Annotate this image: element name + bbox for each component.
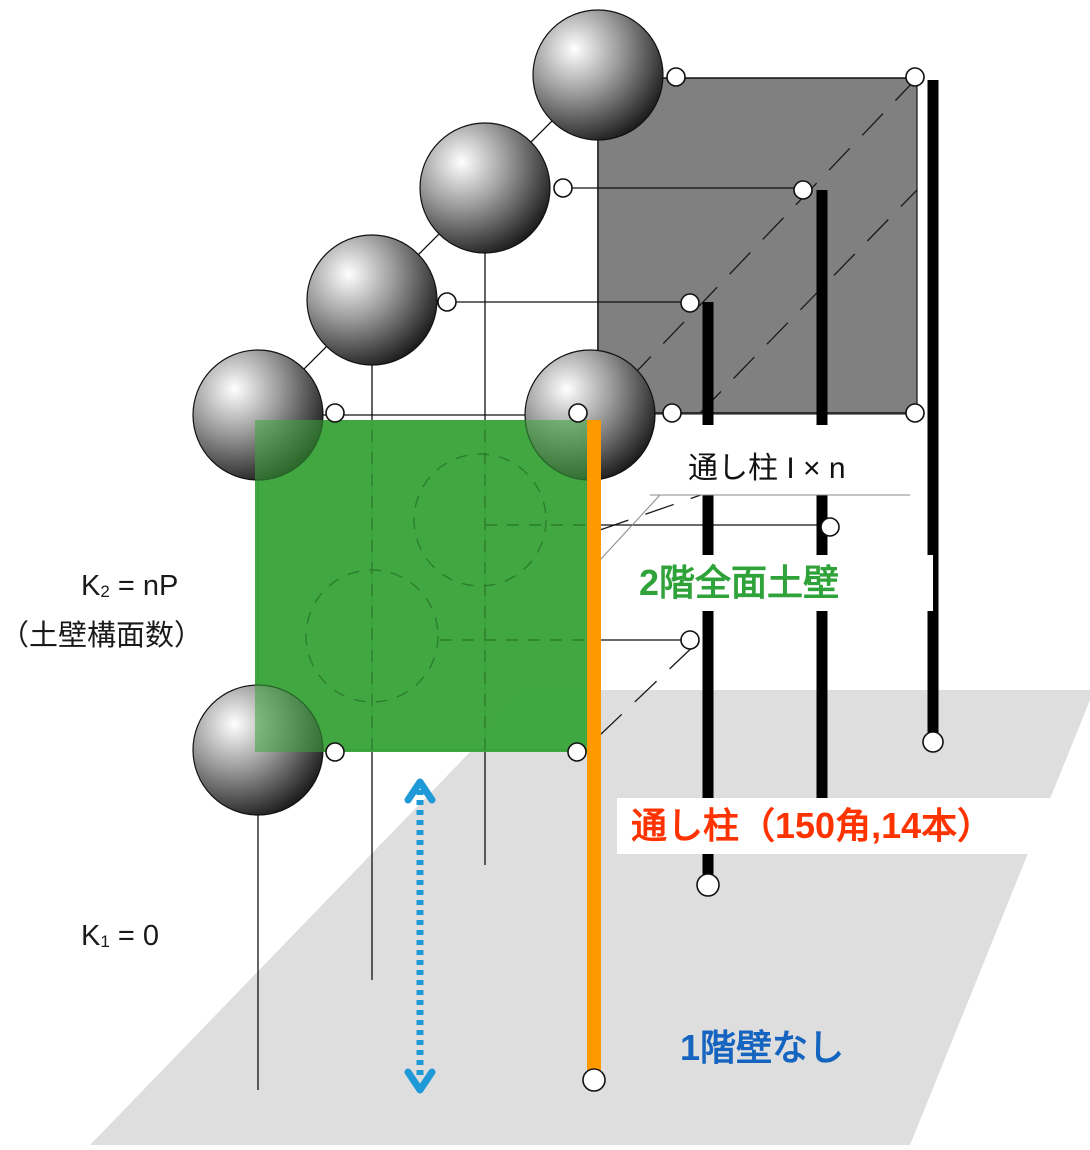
column-count-label: 通し柱 I × n — [684, 452, 850, 486]
wall-count-note: （土壁構面数） — [0, 620, 204, 652]
ground-floor-callout: 1階壁なし — [680, 1027, 845, 1068]
hinge-node-icon — [680, 293, 700, 313]
hinge-node-icon — [582, 1068, 606, 1092]
mass-sphere-icon — [532, 9, 664, 141]
upper-wall-callout: 2階全面土壁 — [625, 555, 933, 611]
k1-label: K1 = 0 — [81, 920, 159, 952]
hinge-node-icon — [666, 67, 686, 87]
through-column-callout: 通し柱（150角,14本） — [617, 798, 1090, 854]
hinge-node-icon — [905, 67, 925, 87]
k2-label: K2 = nP — [81, 570, 179, 602]
hinge-node-icon — [325, 742, 345, 762]
hinge-node-icon — [567, 742, 587, 762]
hinge-node-icon — [905, 403, 925, 423]
mass-sphere-icon — [306, 234, 438, 366]
hinge-node-icon — [680, 630, 700, 650]
hinge-node-icon — [325, 403, 345, 423]
mass-sphere-icon — [419, 122, 551, 254]
double-arrow-icon — [404, 778, 436, 1094]
hinge-node-icon — [553, 178, 573, 198]
hinge-node-icon — [696, 873, 720, 897]
hinge-nodes — [325, 67, 944, 1092]
hinge-node-icon — [437, 292, 457, 312]
hinge-node-icon — [922, 731, 944, 753]
hinge-node-icon — [820, 517, 840, 537]
hinge-node-icon — [662, 403, 682, 423]
hinge-node-icon — [568, 403, 588, 423]
hinge-node-icon — [793, 180, 813, 200]
